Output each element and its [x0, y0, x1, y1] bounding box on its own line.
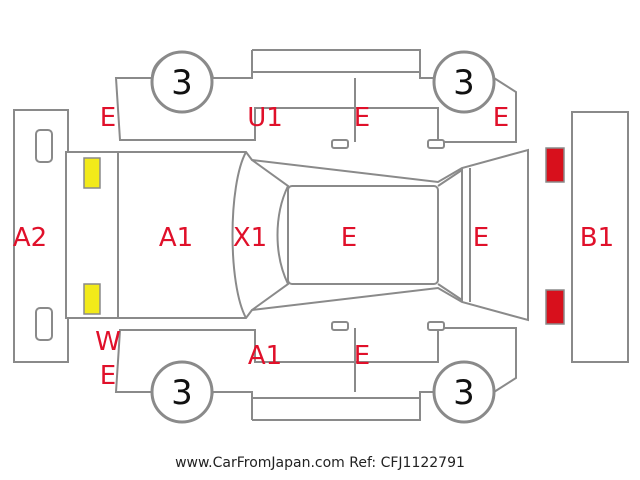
rear-right-wheel-grade: 3 — [453, 373, 475, 413]
rear-window — [437, 168, 463, 302]
left-rear-door-code: E — [354, 103, 370, 133]
front-left-wheel — [150, 50, 214, 114]
hood-code: A1 — [159, 223, 193, 253]
rear-bumper-code: B1 — [580, 223, 614, 253]
windshield-front-edge — [231, 151, 247, 319]
reference-footer: www.CarFromJapan.com Ref: CFJ1122791 — [175, 455, 465, 471]
roof-code: E — [341, 223, 357, 253]
rear-right-lamp — [545, 289, 565, 325]
front-left-lamp — [83, 157, 101, 189]
front-right-wheel — [150, 360, 214, 424]
front-bumper-vent — [35, 129, 53, 163]
front-bumper-vent — [35, 307, 53, 341]
windshield-code: X1 — [233, 223, 267, 253]
left-running-board — [251, 49, 421, 72]
rear-right-wheel — [432, 360, 496, 424]
front-left-wheel-grade: 3 — [171, 63, 193, 103]
front-right-wheel-grade: 3 — [171, 373, 193, 413]
rear-bumper — [571, 111, 629, 363]
left-door-handle — [331, 139, 349, 149]
right-front-fender-w-code: W — [95, 327, 121, 357]
right-door-handle — [331, 321, 349, 331]
left-door-handle — [427, 139, 445, 149]
front-bumper — [13, 109, 69, 363]
roof — [287, 185, 439, 285]
right-front-door-code: A1 — [248, 341, 282, 371]
front-left-fender-code: E — [100, 103, 116, 133]
left-front-door-code: U1 — [247, 103, 283, 133]
rear-left-wheel-grade: 3 — [453, 63, 475, 103]
right-running-board — [251, 398, 421, 421]
front-bumper-code: A2 — [13, 223, 47, 253]
trunk-code: E — [473, 223, 489, 253]
windshield — [251, 159, 290, 311]
car-damage-diagram: 3 3 3 3 E U1 E E A2 A1 X1 E E B1 W E A1 … — [13, 49, 629, 424]
front-right-lamp — [83, 283, 101, 315]
rear-left-wheel — [432, 50, 496, 114]
right-rear-door-code: E — [354, 341, 370, 371]
right-door-handle — [427, 321, 445, 331]
right-front-fender-code: E — [100, 361, 116, 391]
left-rear-fender-code: E — [493, 103, 509, 133]
rear-left-lamp — [545, 147, 565, 183]
